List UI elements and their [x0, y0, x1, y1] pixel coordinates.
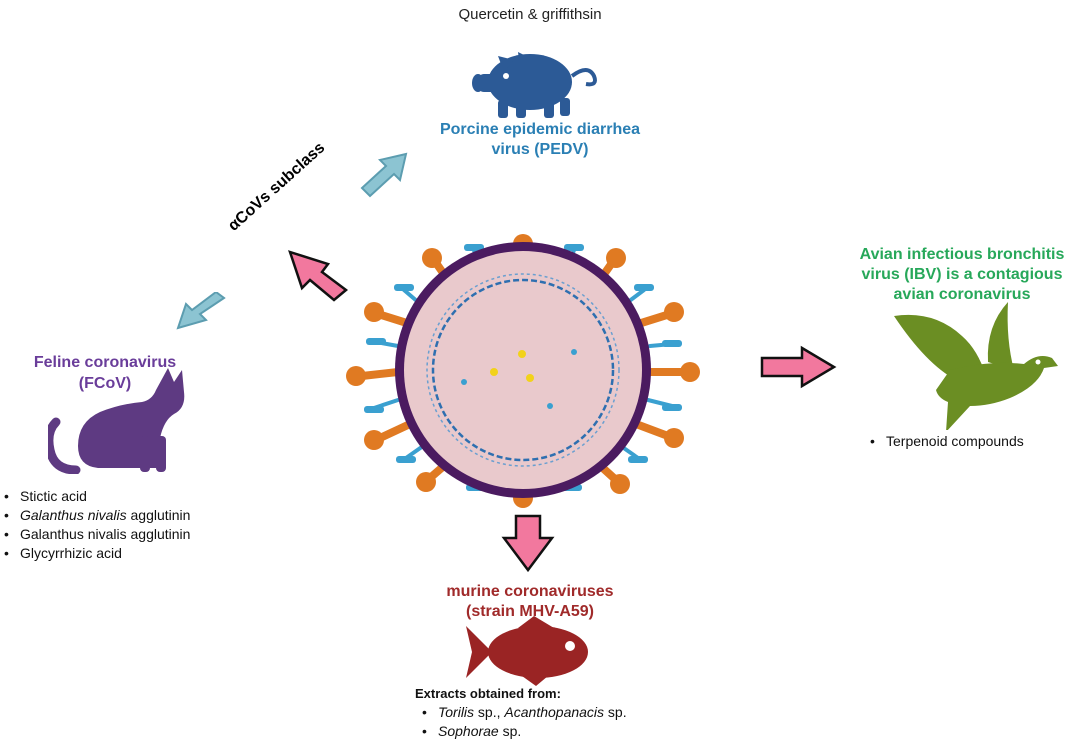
list-item-text: sp. [498, 723, 522, 739]
list-item: Stictic acid [0, 487, 190, 506]
list-item: Galanthus nivalis agglutinin [0, 525, 190, 544]
pedv-label-line2: virus (PEDV) [491, 141, 589, 158]
arrow-to-pedv [360, 152, 408, 198]
list-item: Galanthus nivalis agglutinin [0, 506, 190, 525]
alpha-covs-subclass-label: αCoVs subclass [225, 139, 329, 235]
murine-label-line1: murine coronaviruses [446, 583, 614, 600]
pedv-label: Porcine epidemic diarrhea virus (PEDV) [390, 120, 690, 160]
ibv-label-line3: avian coronavirus [893, 286, 1031, 303]
murine-extract-list: Torilis sp., Acanthopanacis sp. Sophorae… [418, 703, 627, 741]
ibv-label: Avian infectious bronchitis virus (IBV) … [840, 245, 1084, 305]
list-item: Terpenoid compounds [866, 432, 1024, 451]
arrow-pink-upleft [288, 250, 349, 302]
virus-icon [346, 234, 700, 508]
extracts-heading: Extracts obtained from: [415, 686, 561, 701]
list-item-italic: Acanthopanacis [504, 704, 605, 720]
list-item: Torilis sp., Acanthopanacis sp. [418, 703, 627, 722]
list-item-italic: Torilis [438, 704, 475, 720]
pedv-label-line1: Porcine epidemic diarrhea [439, 121, 641, 138]
list-item-text: sp., [474, 704, 505, 720]
arrow-pink-down [501, 514, 555, 573]
pedv-compound-label: Quercetin & griffithsin [458, 6, 602, 23]
arrow-to-fcov [176, 292, 226, 330]
list-item-text: sp. [604, 704, 627, 720]
fcov-label-line1: Feline coronavirus [33, 354, 177, 371]
ibv-label-line2: virus (IBV) is a contagious [861, 266, 1063, 283]
fcov-label-line2: (FCoV) [78, 375, 132, 392]
murine-label-line2: (strain MHV-A59) [465, 603, 595, 620]
ibv-label-line1: Avian infectious bronchitis [859, 246, 1065, 263]
arrow-pink-right [760, 345, 837, 389]
pig-icon [472, 52, 597, 118]
ibv-compound-list: Terpenoid compounds [866, 432, 1024, 451]
fish-icon [466, 616, 588, 686]
fcov-label: Feline coronavirus (FCoV) [10, 352, 200, 394]
list-item-italic: Galanthus nivalis [20, 507, 127, 523]
fcov-compound-list: Stictic acid Galanthus nivalis agglutini… [0, 487, 190, 563]
murine-label: murine coronaviruses (strain MHV-A59) [400, 582, 660, 622]
list-item-italic: Sophorae [438, 723, 499, 739]
list-item: Glycyrrhizic acid [0, 544, 190, 563]
list-item: Sophorae sp. [418, 722, 627, 741]
bird-icon [894, 302, 1058, 430]
cat-icon [48, 368, 185, 474]
